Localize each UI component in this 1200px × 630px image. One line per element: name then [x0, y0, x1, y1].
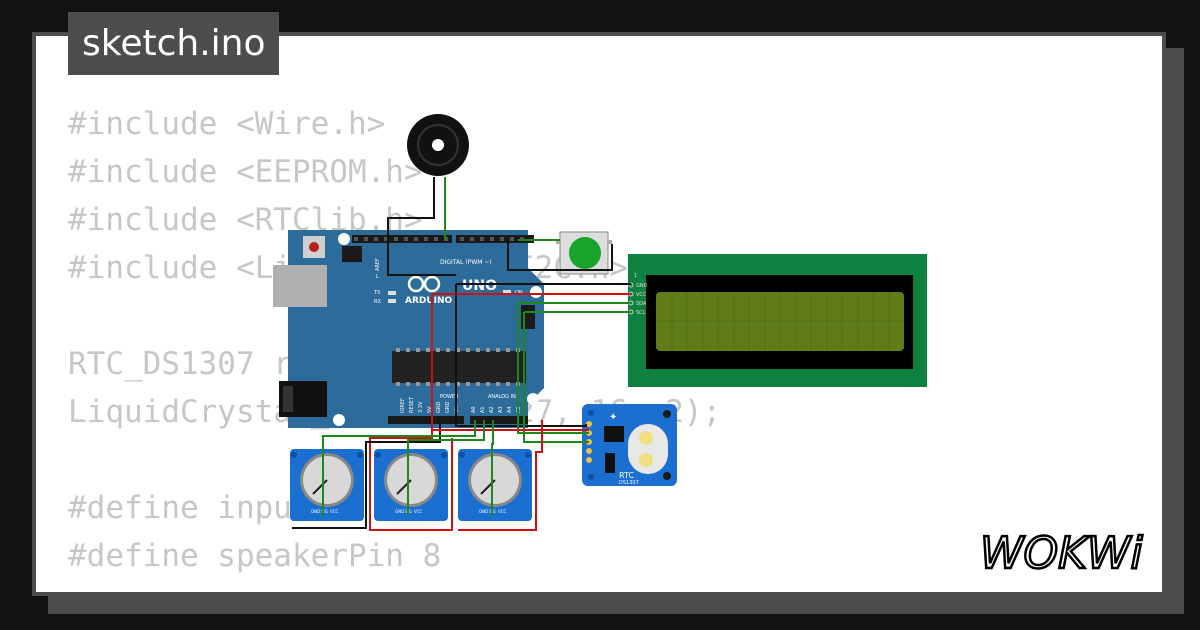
pin-gnd-2: GND: [445, 401, 451, 413]
svg-text:GND: GND: [395, 509, 404, 514]
pin-gnd-1: GND: [436, 401, 442, 413]
code-line: #include <EEPROM.h>: [68, 154, 423, 190]
arduino-model: UNO: [462, 278, 497, 294]
pin-a4: A4: [507, 406, 513, 413]
svg-text:VCC: VCC: [330, 509, 339, 514]
code-line: #include <Wire.h>: [68, 106, 386, 142]
svg-text:VCC: VCC: [498, 509, 507, 514]
tx-label: TX: [373, 290, 381, 296]
svg-text:GND: GND: [311, 509, 320, 514]
lcd-pin-scl: SCL: [636, 310, 646, 316]
rtc-title: RTC: [619, 471, 634, 480]
pin-5v: 5V: [427, 406, 433, 413]
l-label: L: [376, 274, 379, 280]
wokwi-logo-text: WOKWi: [980, 528, 1143, 579]
lcd-pin-vcc: VCC: [636, 292, 647, 298]
code-line: #define speakerPin 8: [68, 538, 442, 574]
pin-a2: A2: [489, 406, 495, 413]
sketch-filename: sketch.ino: [68, 12, 280, 75]
arduino-logo: ARDUINO UNO: [405, 275, 497, 306]
arduino-uno-board[interactable]: AREF DIGITAL (PWM ~) L TX RX ON ARDUINO …: [273, 230, 544, 428]
lcd-pin-sda: SDA: [636, 301, 647, 307]
pin-a3: A3: [498, 406, 504, 413]
svg-text:GND: GND: [479, 509, 488, 514]
analog-label: ANALOG IN: [488, 394, 516, 400]
pin-3v3: 3.3V: [418, 401, 424, 413]
atmega-chip: [392, 351, 526, 383]
svg-text:✦: ✦: [609, 412, 617, 423]
buzzer[interactable]: [407, 114, 469, 176]
power-label: POWER: [440, 394, 459, 400]
digital-label: DIGITAL (PWM ~): [440, 259, 492, 266]
potentiometer-1[interactable]: GND SIG VCC: [290, 449, 364, 521]
lcd-pin-gnd: GND: [636, 283, 648, 289]
pushbutton[interactable]: [556, 231, 612, 275]
wires: [292, 177, 631, 531]
pin-ioref: IOREF: [400, 398, 406, 413]
arduino-brand: ARDUINO: [405, 296, 453, 306]
lcd-display[interactable]: 1 GND VCC SDA SCL: [628, 254, 927, 387]
svg-text:SIG: SIG: [321, 509, 328, 514]
pin-reset: RESET: [409, 396, 415, 413]
potentiometer-3[interactable]: GND SIG VCC: [458, 449, 532, 521]
preview-card: [32, 32, 1166, 596]
pin-a1: A1: [480, 406, 486, 413]
rx-label: RX: [374, 299, 381, 305]
pin-a0: A0: [471, 406, 477, 413]
svg-text:VCC: VCC: [414, 509, 423, 514]
usb-port: [273, 265, 327, 307]
aref-label: AREF: [375, 258, 381, 271]
potentiometer-2[interactable]: GND SIG VCC: [374, 449, 448, 521]
rtc-module[interactable]: ✦ RTC DS1307: [582, 404, 677, 486]
wokwi-logo: WOKWi: [980, 527, 1145, 580]
rtc-chip: DS1307: [619, 480, 639, 486]
svg-text:1: 1: [634, 273, 637, 279]
